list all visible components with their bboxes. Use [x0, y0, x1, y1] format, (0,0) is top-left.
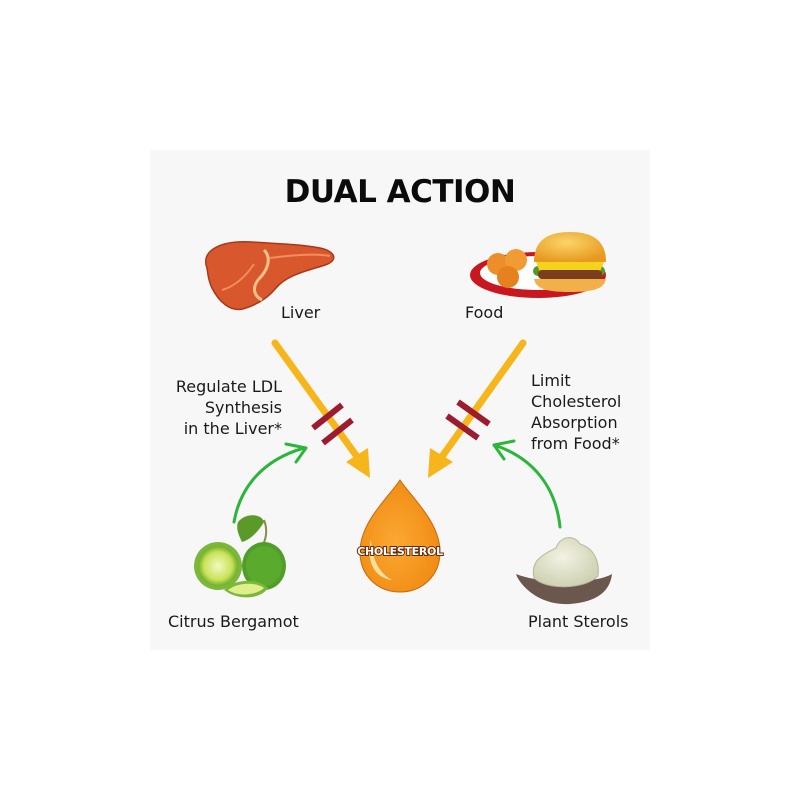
- liver-to-cholesterol-arrow: [271, 339, 370, 478]
- note-line: Limit: [531, 371, 571, 390]
- bergamot-label: Citrus Bergamot: [168, 612, 299, 631]
- burger-plate-icon: [470, 232, 606, 298]
- bergamot-inhibit-arrow: [232, 442, 308, 524]
- liver-icon: [204, 241, 335, 311]
- page-title: DUAL ACTION: [284, 174, 516, 210]
- note-line: Synthesis: [204, 398, 282, 417]
- liver-block-bars: [311, 402, 354, 446]
- bergamot-fruit-icon: [194, 515, 286, 598]
- cholesterol-label: CHOLESTEROL: [357, 545, 443, 558]
- plant-sterol-paste-icon: [516, 537, 612, 605]
- cholesterol-drop-icon: CHOLESTEROL: [356, 479, 444, 593]
- sterols-inhibit-arrow: [492, 439, 562, 529]
- food-block-bars: [445, 399, 491, 441]
- sterols-label: Plant Sterols: [528, 612, 629, 631]
- limit-absorption-note: Limit Cholesterol Absorption from Food*: [531, 370, 651, 454]
- note-line: Regulate LDL: [175, 377, 282, 396]
- food-label: Food: [465, 303, 504, 322]
- regulate-ldl-note: Regulate LDL Synthesis in the Liver*: [160, 376, 282, 439]
- chicken-nuggets: [487, 249, 527, 288]
- note-line: from Food*: [531, 434, 620, 453]
- note-line: Absorption: [531, 413, 618, 432]
- note-line: in the Liver*: [183, 419, 282, 438]
- note-line: Cholesterol: [531, 392, 622, 411]
- food-to-cholesterol-arrow: [428, 339, 527, 478]
- liver-label: Liver: [281, 303, 321, 322]
